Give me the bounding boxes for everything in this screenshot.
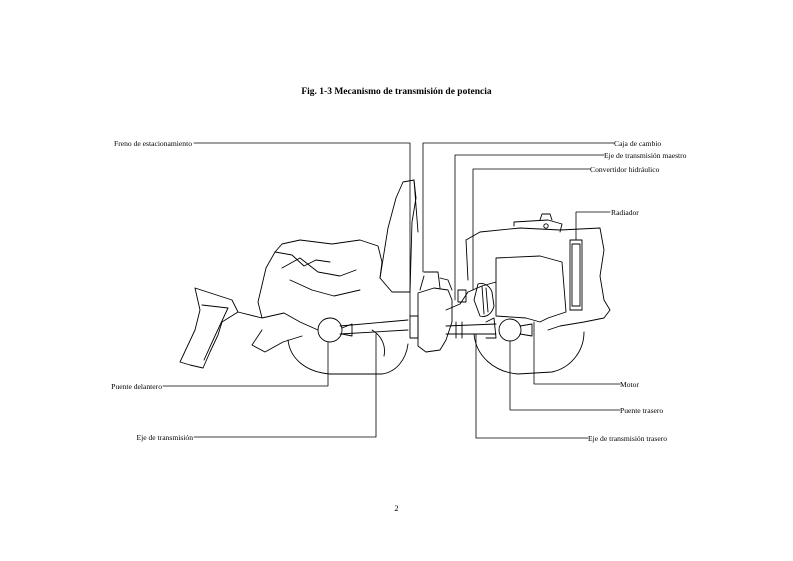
torque-converter xyxy=(473,283,495,317)
label-rear-drive-shaft: Eje de transmisión trasero xyxy=(588,434,668,443)
front-axle-hub xyxy=(317,317,343,343)
front-wheel xyxy=(287,339,409,375)
gearbox xyxy=(417,287,453,353)
loader-arm xyxy=(237,251,331,353)
label-front-axle: Puente delantero xyxy=(111,382,162,391)
leader-lines xyxy=(162,142,621,439)
label-main-drive-shaft: Eje de transmisión maestro xyxy=(604,151,687,160)
label-torque-converter: Convertidor hidráulico xyxy=(590,165,660,174)
figure-title: Fig. 1-3 Mecanismo de transmisión de pot… xyxy=(301,87,492,97)
air-cleaner xyxy=(513,213,563,233)
hood xyxy=(465,227,611,331)
lift-cylinder xyxy=(281,257,361,297)
front-frame xyxy=(274,239,411,293)
page-number: 2 xyxy=(394,503,399,513)
label-radiator: Radiador xyxy=(611,208,639,217)
bucket-outline xyxy=(179,287,239,369)
label-parking-brake: Freno de estacionamiento xyxy=(113,139,192,148)
label-rear-axle: Puente trasero xyxy=(620,406,664,415)
front-shaft xyxy=(339,319,409,335)
label-drive-shaft: Eje de transmisión xyxy=(136,433,193,442)
rear-axle-hub xyxy=(498,318,522,342)
bucket-inner xyxy=(201,304,229,361)
cab-outline xyxy=(379,179,417,293)
rear-shaft xyxy=(445,323,497,335)
engine-block xyxy=(495,255,567,323)
label-engine: Motor xyxy=(620,380,639,389)
parking-brake xyxy=(409,315,419,339)
label-gearbox: Caja de cambio xyxy=(614,139,662,148)
rear-wheel xyxy=(473,331,585,375)
